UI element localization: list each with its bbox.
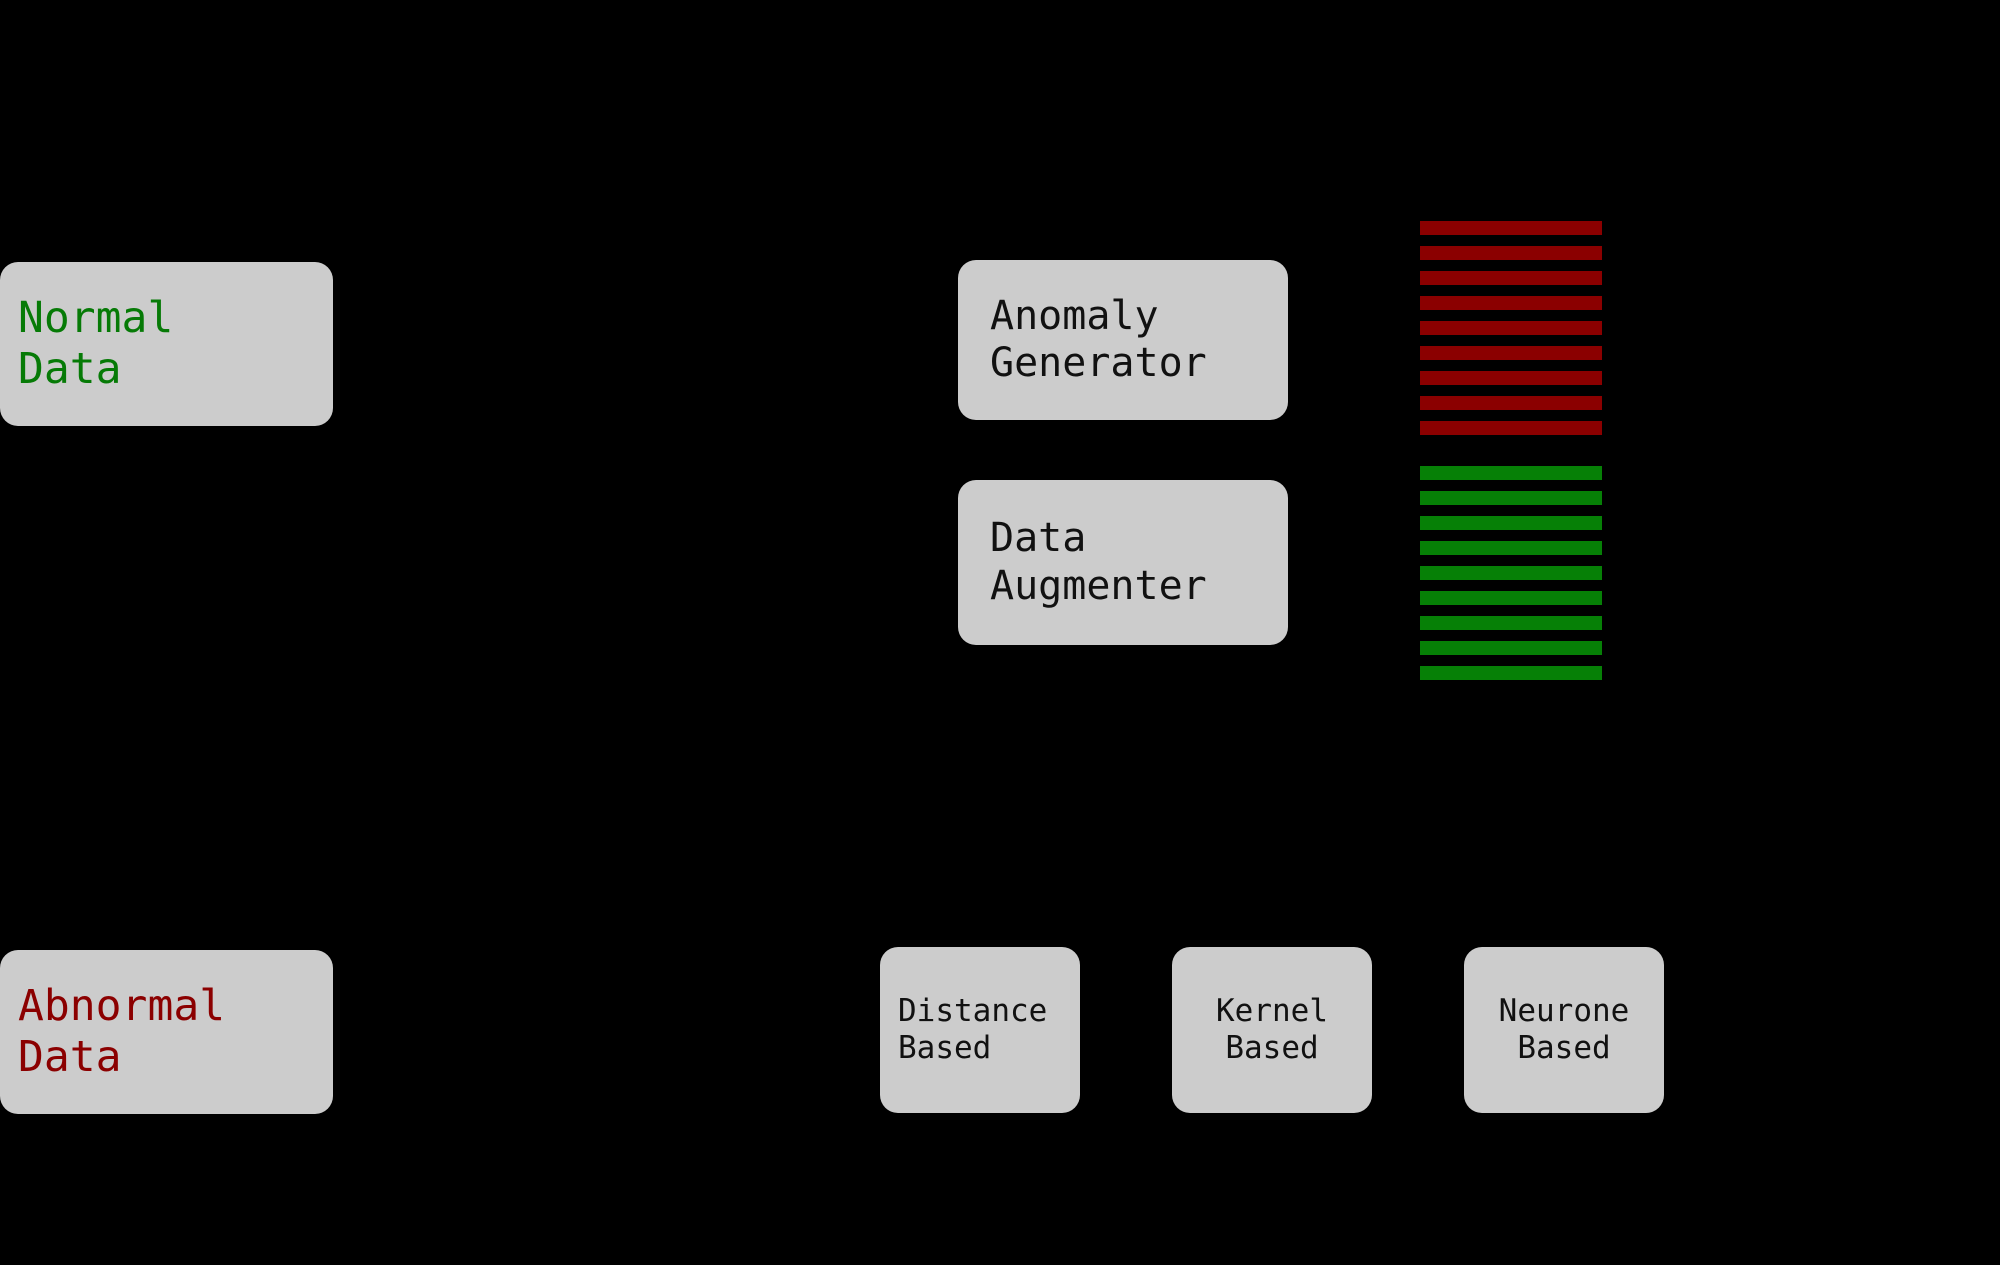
node-data-augmenter-line-2: Augmenter (990, 562, 1207, 609)
node-neurone-based-line-2: Based (1517, 1030, 1611, 1066)
anomalous-sample-stripe-5 (1420, 321, 1602, 335)
normal-sample-stripe-7 (1420, 616, 1602, 630)
node-normal-data-line-1: Normal (18, 293, 174, 344)
node-anomaly-generator-line-1: Anomaly (990, 292, 1159, 339)
sample-stripe-block (1420, 0, 1602, 1265)
anomalous-sample-stripe-6 (1420, 346, 1602, 360)
node-kernel-based[interactable]: Kernel Based (1172, 947, 1372, 1113)
node-anomaly-generator[interactable]: Anomaly Generator (958, 260, 1288, 420)
node-anomaly-generator-line-2: Generator (990, 340, 1207, 386)
node-normal-data[interactable]: Normal Data (0, 262, 333, 426)
anomalous-sample-stripe-3 (1420, 271, 1602, 285)
anomalous-sample-stripe-1 (1420, 221, 1602, 235)
node-neurone-based[interactable]: Neurone Based (1464, 947, 1664, 1113)
normal-sample-stripe-5 (1420, 566, 1602, 580)
normal-sample-stripe-9 (1420, 666, 1602, 680)
node-distance-based[interactable]: Distance Based (880, 947, 1080, 1113)
node-data-augmenter-line-1: Data (990, 515, 1087, 562)
anomalous-sample-stripe-7 (1420, 371, 1602, 385)
node-kernel-based-line-1: Kernel (1216, 993, 1328, 1030)
normal-sample-stripe-2 (1420, 491, 1602, 505)
normal-sample-stripe-4 (1420, 541, 1602, 555)
anomalous-sample-stripe-4 (1420, 296, 1602, 310)
node-normal-data-line-2: Data (18, 344, 122, 394)
node-distance-based-line-1: Distance (898, 993, 1048, 1030)
node-data-augmenter[interactable]: Data Augmenter (958, 480, 1288, 645)
node-kernel-based-line-2: Based (1225, 1030, 1319, 1066)
normal-sample-stripe-1 (1420, 466, 1602, 480)
node-abnormal-data[interactable]: Abnormal Data (0, 950, 333, 1114)
normal-sample-stripe-6 (1420, 591, 1602, 605)
normal-sample-stripe-8 (1420, 641, 1602, 655)
node-abnormal-data-line-2: Data (18, 1032, 122, 1082)
node-distance-based-line-2: Based (898, 1030, 992, 1066)
anomalous-sample-stripe-2 (1420, 246, 1602, 260)
anomalous-sample-stripe-9 (1420, 421, 1602, 435)
node-neurone-based-line-1: Neurone (1498, 993, 1630, 1030)
anomalous-sample-stripe-8 (1420, 396, 1602, 410)
node-abnormal-data-line-1: Abnormal (18, 981, 226, 1032)
normal-sample-stripe-3 (1420, 516, 1602, 530)
